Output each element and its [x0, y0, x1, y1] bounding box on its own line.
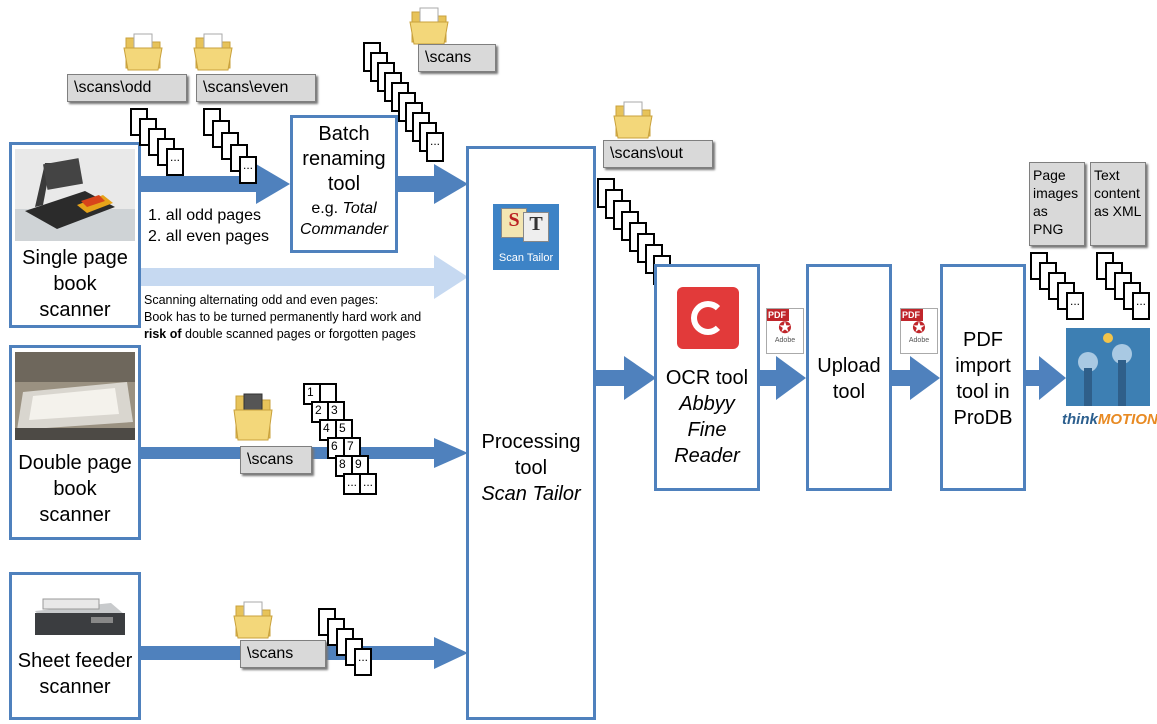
folder-icon [193, 33, 233, 71]
folder-label-scans-double: \scans [240, 446, 312, 474]
scanning-note: Scanning alternating odd and even pages:… [144, 293, 422, 341]
folder-label-scans-top: \scans [418, 44, 496, 72]
arrow-upload-to-pdfimport [892, 356, 940, 400]
page-card: 9 [351, 455, 369, 477]
output-text-content: Text content as XML [1090, 162, 1146, 246]
sheet-feeder-scanner-box: Sheet feeder scanner [9, 572, 141, 720]
arrow-processing-to-ocr [596, 356, 656, 400]
arrow-scanner-to-batch [140, 164, 290, 204]
page-card: ... [1066, 292, 1084, 320]
folder-icon [123, 33, 163, 71]
batch-renaming-example: e.g. Total Commander [299, 200, 389, 238]
thinkmotion-logo-graphic [1066, 328, 1150, 406]
pdf-file-icon: PDF ✪ Adobe [766, 308, 804, 354]
page-card: ... [166, 148, 184, 176]
pdf-import-tool-title: PDF import tool in ProDB [953, 329, 1013, 429]
single-page-scanner-box: Single page book scanner [9, 142, 141, 328]
thinkmotion-logo: thinkMOTION [1062, 324, 1157, 430]
page-card: ... [239, 156, 257, 184]
output-page-images: Page images as PNG [1029, 162, 1085, 246]
abbyy-logo-icon [677, 287, 739, 349]
arrow-ocr-to-upload [760, 356, 806, 400]
arrow-batch-to-processing [398, 164, 468, 204]
folder-label-out: \scans\out [603, 140, 713, 168]
double-page-scanner-label: Double page book scanner [18, 452, 132, 526]
upload-tool-box: Upload tool [806, 264, 892, 491]
double-scanner-photo [15, 352, 135, 440]
sheet-feeder-scanner-label: Sheet feeder scanner [17, 650, 133, 698]
processing-tool-box: S T Scan Tailor Processing tool Scan Tai… [466, 146, 596, 720]
sheet-scanner-photo [21, 581, 131, 643]
page-card: ... [1132, 292, 1150, 320]
batch-renaming-title: Batch renaming tool [302, 123, 386, 195]
pdf-file-icon: PDF ✪ Adobe [900, 308, 938, 354]
scan-tailor-icon: S T Scan Tailor [493, 204, 559, 270]
step-odd-pages: 1. all odd pages [148, 207, 261, 224]
page-card: ... [426, 132, 444, 162]
folder-icon [233, 601, 273, 639]
arrow-pdfimport-to-logo [1025, 356, 1066, 400]
folder-label-scans-sheet: \scans [240, 640, 326, 668]
step-even-pages: 2. all even pages [148, 228, 269, 245]
ocr-tool-title: OCR tool Abbyy Fine Reader [665, 367, 749, 467]
batch-renaming-box: Batch renaming tool e.g. Total Commander [290, 115, 398, 253]
folder-icon [409, 7, 449, 45]
page-card: ... [354, 648, 372, 676]
pdf-import-tool-box: PDF import tool in ProDB [940, 264, 1026, 491]
folder-icon [233, 393, 273, 441]
processing-tool-title: Processing tool Scan Tailor [481, 431, 581, 505]
upload-tool-title: Upload tool [817, 355, 881, 403]
folder-icon [613, 101, 653, 139]
folder-label-even: \scans\even [196, 74, 316, 102]
page-card: ... [359, 473, 377, 495]
folder-label-odd: \scans\odd [67, 74, 187, 102]
ocr-tool-box: OCR tool Abbyy Fine Reader [654, 264, 760, 491]
single-page-scanner-label: Single page book scanner [22, 247, 128, 321]
double-page-scanner-box: Double page book scanner [9, 345, 141, 540]
book-scanner-photo [15, 149, 135, 241]
arrow-single-to-processing-light [140, 255, 468, 299]
page-card: ... [343, 473, 361, 495]
